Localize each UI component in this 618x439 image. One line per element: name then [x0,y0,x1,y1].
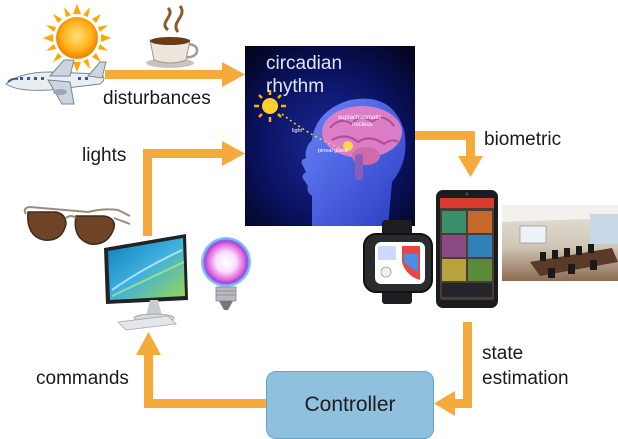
arrow-lights-head [222,141,245,166]
brain-small-label-1: suprachiasmatic [338,115,381,121]
coffee-cup-icon [146,5,199,68]
controller-box: Controller [266,371,434,439]
light-ray [281,113,341,149]
arrow-state-vertical [463,322,472,408]
label-state: state [482,343,524,364]
label-biometric: biometric [484,129,562,150]
label-commands: commands [36,368,129,389]
arrow-biometric-head [458,156,483,177]
arrow-commands-vertical [144,352,153,408]
brain-panel: suprachiasmatic nucleus light pineal gla… [245,46,415,226]
brain-title: circadian rhythm [266,52,342,98]
smartphone-icon [436,190,498,308]
arrow-lights-vertical [143,150,152,236]
arrow-disturbances [105,70,225,79]
monitor-icon [104,234,188,331]
arrow-commands-horizontal [144,399,266,408]
sunglasses-icon [23,205,131,245]
brain-icon [322,106,402,180]
arrow-commands-head [136,332,161,355]
controller-label: Controller [304,393,396,416]
arrow-lights-horizontal [143,149,225,158]
brain-title-line-1: circadian [266,53,343,74]
arrow-state-head [434,391,455,416]
small-sun-icon [254,90,286,122]
label-lights: lights [82,145,127,166]
arrow-biometric-horizontal [415,131,475,140]
smartwatch-icon [363,220,433,304]
arrows [105,62,483,416]
light-bulb-icon [201,237,251,310]
brain-small-label-4: pineal gland [318,148,348,154]
label-estimation: estimation [482,368,569,389]
arrow-disturbances-head [222,62,245,87]
label-disturbances: disturbances [103,88,211,109]
airplane-icon [5,59,107,105]
conference-room-icon [502,205,618,281]
arrow-biometric-vertical [466,131,475,159]
brain-small-label-3: light [292,128,303,134]
brain-small-label-2: nucleus [352,122,373,128]
arrow-state-horizontal [452,399,472,408]
brain-title-line-2: rhythm [266,76,325,97]
